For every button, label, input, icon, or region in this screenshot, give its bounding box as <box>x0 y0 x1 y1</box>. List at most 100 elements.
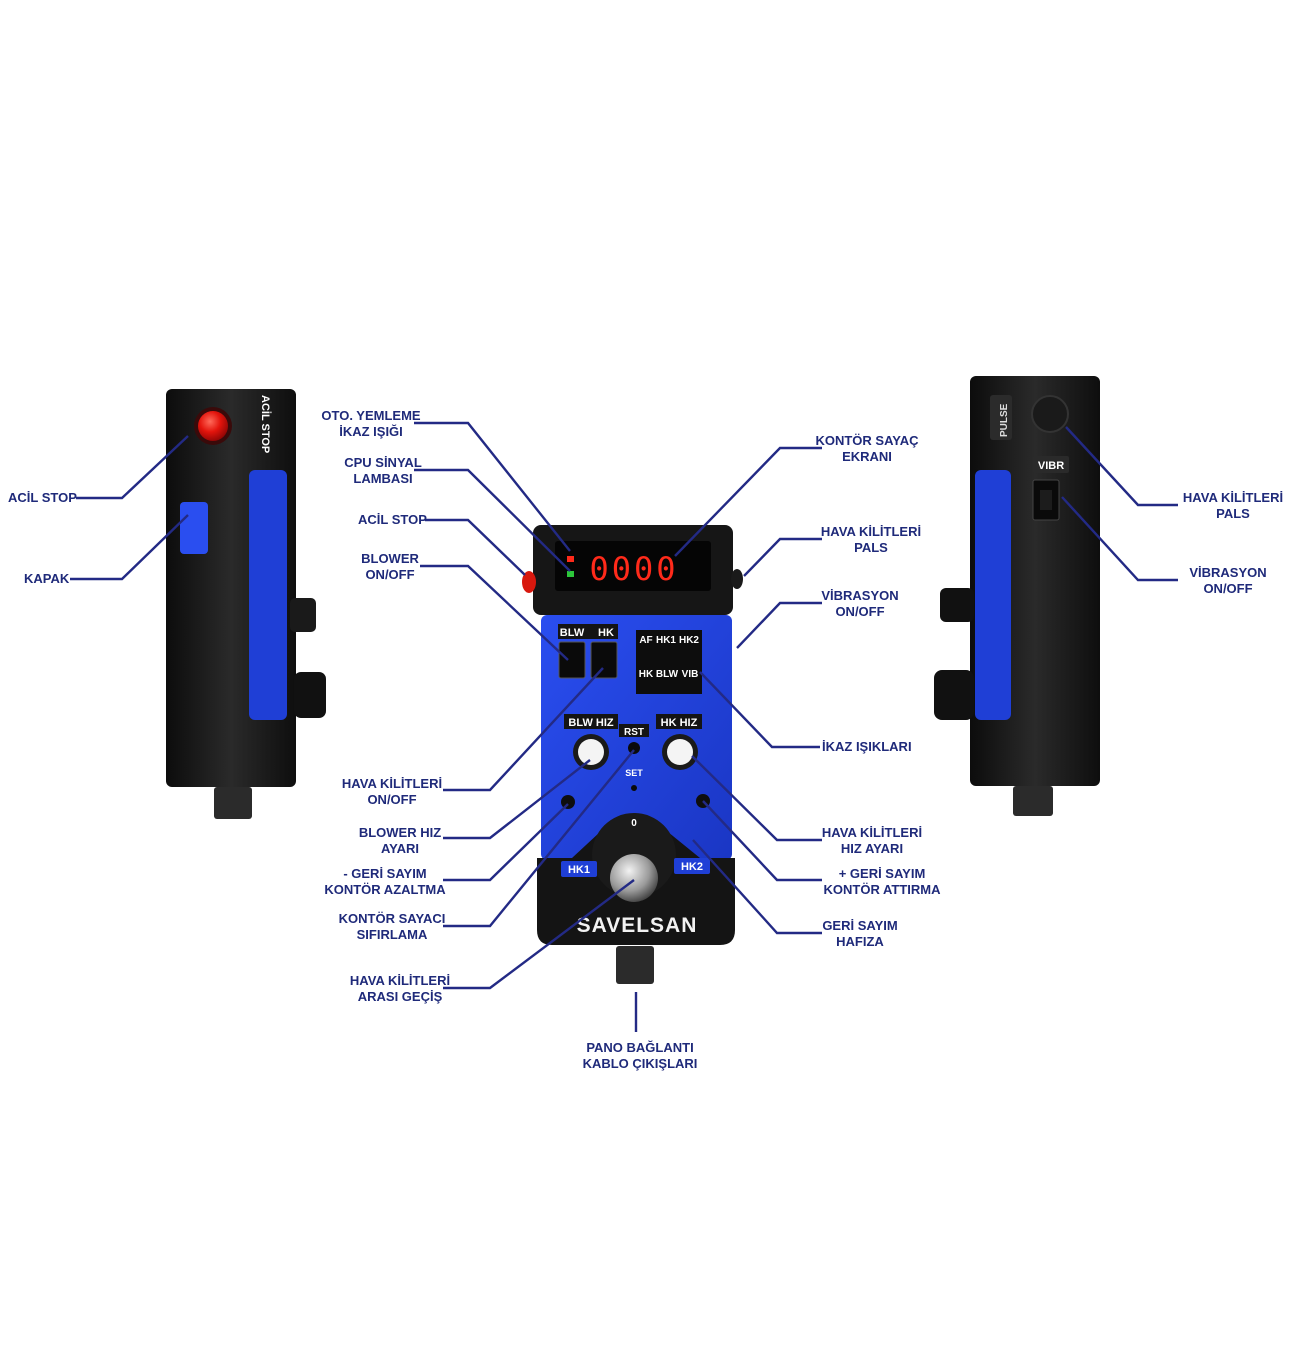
label-right-pals-line1: HAVA KİLİTLERİ <box>1182 490 1284 505</box>
label-blower-onoff: BLOWER ON/OFF <box>350 551 430 583</box>
label-blower-hiz-line1: BLOWER HIZ <box>358 825 442 840</box>
label-hava-kilitleri-onoff: HAVA KİLİTLERİ ON/OFF <box>328 776 456 808</box>
label-kontor-sayac-ekrani: KONTÖR SAYAÇ EKRANI <box>812 433 922 465</box>
label-hava-kilitleri-gecis: HAVA KİLİTLERİ ARASI GEÇİŞ <box>340 973 460 1005</box>
minus-countdown-button <box>561 795 575 809</box>
led-panel <box>636 630 702 694</box>
set-text: SET <box>625 768 643 778</box>
leader-ikaz <box>699 671 820 749</box>
label-blower-line1: BLOWER <box>361 551 419 566</box>
label-blower-hiz-line2: AYARI <box>380 841 420 856</box>
label-geri-sayim-attirma: + GERİ SAYIM KONTÖR ATTIRMA <box>812 866 952 898</box>
label-blower-hiz-ayari: BLOWER HIZ AYARI <box>345 825 455 857</box>
vibr-plate <box>1033 456 1069 473</box>
label-pano-line2: KABLO ÇIKIŞLARI <box>582 1056 698 1071</box>
label-geri-azaltma-line2: KONTÖR AZALTMA <box>324 882 446 897</box>
knob-mark: 0 <box>631 818 637 829</box>
hk1-text: HK1 <box>568 864 590 876</box>
led-row2-hk: HK <box>639 669 654 680</box>
brand-text: SAVELSAN <box>577 914 698 937</box>
label-vibrasyon-line1: VİBRASYON <box>821 588 899 603</box>
pulse-text: PULSE <box>999 403 1010 437</box>
label-hava-pals-line2: PALS <box>854 540 888 555</box>
leader-hava-onoff <box>443 667 604 792</box>
right-blue-panel <box>975 470 1011 720</box>
label-ikaz-isiklari: İKAZ IŞIKLARI <box>822 739 912 754</box>
label-blower-line2: ON/OFF <box>365 567 415 582</box>
kapak-cover <box>180 502 208 554</box>
display-window <box>555 541 711 591</box>
left-side-view: ACİL STOP <box>166 389 326 819</box>
hk-hiz-plate <box>656 714 702 729</box>
leader-blower <box>420 564 569 661</box>
left-connector <box>214 787 252 819</box>
label-geri-attirma-line1: + GERİ SAYIM <box>838 866 926 881</box>
label-kontor-sayaci-sifirlama: KONTÖR SAYACI SIFIRLAMA <box>332 911 452 943</box>
label-vibrasyon-line2: ON/OFF <box>835 604 885 619</box>
pulse-button <box>1031 395 1069 433</box>
label-geri-attirma-line2: KONTÖR ATTIRMA <box>823 882 941 897</box>
right-knob-small <box>940 588 974 622</box>
blw-text: BLW <box>560 627 585 639</box>
label-pano-line1: PANO BAĞLANTI <box>586 1040 694 1055</box>
left-blue-panel <box>249 470 287 720</box>
hk-text: HK <box>598 627 614 639</box>
label-right-vibrasyon-line1: VİBRASYON <box>1189 565 1267 580</box>
leader-lines <box>70 421 1178 1032</box>
label-left-acil-stop: ACİL STOP <box>8 490 77 505</box>
label-oto-yemleme-line2: İKAZ IŞIĞI <box>339 424 403 439</box>
blw-hk-label-plate <box>558 624 618 639</box>
counter-display: 0000 <box>589 550 678 588</box>
leader-gecis <box>443 879 635 990</box>
label-hava-onoff-line1: HAVA KİLİTLERİ <box>341 776 443 791</box>
front-pulse-button <box>731 569 743 589</box>
label-pano-baglanti: PANO BAĞLANTI KABLO ÇIKIŞLARI <box>570 1040 710 1072</box>
leader-geri-attirma <box>702 800 822 882</box>
leader-cpu-sinyal <box>414 468 571 572</box>
label-hava-pals-line1: HAVA KİLİTLERİ <box>820 524 922 539</box>
led-row1-hk1: HK1 <box>656 635 676 646</box>
leader-left-acil-stop <box>76 435 189 500</box>
label-cpu-sinyal-line2: LAMBASI <box>353 471 413 486</box>
led-row1-af: AF <box>639 635 652 646</box>
hk-speed-knob <box>667 739 693 765</box>
selector-knob <box>610 854 658 902</box>
left-knob-large <box>294 672 326 718</box>
leader-hava-pals <box>743 537 822 577</box>
label-hafiza-line1: GERİ SAYIM <box>822 918 898 933</box>
label-sifirlama-line2: SIFIRLAMA <box>356 927 428 942</box>
vibr-text: VIBR <box>1038 460 1064 472</box>
leader-acil-stop <box>425 518 526 576</box>
label-geri-azaltma-line1: - GERİ SAYIM <box>343 866 427 881</box>
blw-hiz-text: BLW HIZ <box>568 717 613 729</box>
blw-hiz-plate <box>564 714 618 729</box>
label-kontor-ekrani-line2: EKRANI <box>842 449 892 464</box>
label-geri-sayim-hafiza: GERİ SAYIM HAFIZA <box>812 918 908 950</box>
left-knob-small <box>290 598 316 632</box>
label-acil-stop: ACİL STOP <box>358 512 427 527</box>
label-hava-kilitleri-pals: HAVA KİLİTLERİ PALS <box>812 524 930 556</box>
oto-yemleme-led <box>567 556 574 562</box>
right-knob-large <box>934 670 974 720</box>
front-view: 0000 BLW HK AF HK1 HK2 HK BLW VIB BLW HI… <box>522 525 743 984</box>
right-side-view: PULSE VIBR <box>934 376 1100 816</box>
blower-switch <box>558 641 586 679</box>
leader-right-pals <box>1065 426 1178 507</box>
vibr-switch-rocker <box>1040 490 1052 510</box>
right-connector <box>1013 786 1053 816</box>
front-estop-button <box>522 571 536 593</box>
rst-button <box>628 742 640 754</box>
pulse-plate <box>990 395 1012 440</box>
label-right-pals-line2: PALS <box>1216 506 1250 521</box>
label-hava-hiz-line1: HAVA KİLİTLERİ <box>821 825 923 840</box>
hk2-plate <box>674 858 710 874</box>
leader-hafiza <box>692 839 822 935</box>
label-kontor-ekrani-line1: KONTÖR SAYAÇ <box>815 433 919 448</box>
label-right-vibrasyon-onoff: VİBRASYON ON/OFF <box>1180 565 1276 597</box>
left-acil-stop-text: ACİL STOP <box>259 395 272 453</box>
label-vibrasyon-onoff: VİBRASYON ON/OFF <box>812 588 908 620</box>
hk2-text: HK2 <box>681 861 703 873</box>
leader-geri-azaltma <box>443 803 569 882</box>
